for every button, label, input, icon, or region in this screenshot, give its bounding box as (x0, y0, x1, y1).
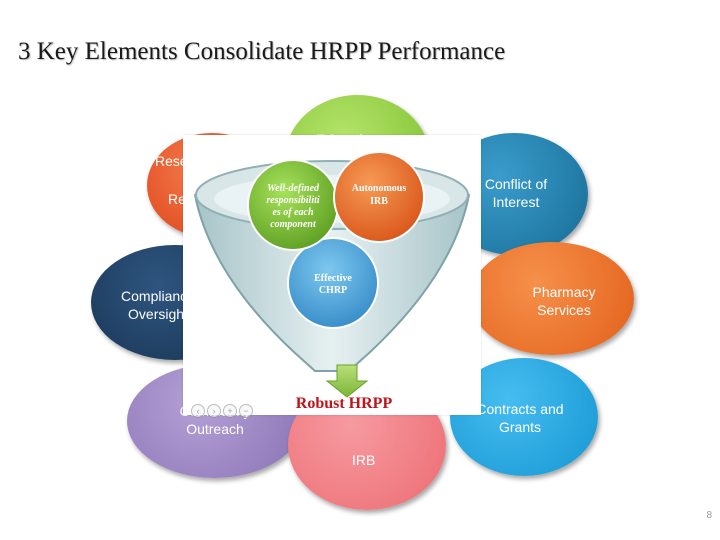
prev-icon[interactable]: ‹ (191, 404, 205, 418)
output-arrow (325, 364, 369, 398)
zoom-controls[interactable]: ‹ › + − (191, 404, 253, 418)
petal-label-irb: IRB (352, 452, 376, 468)
petal-label-compliance: Compliance Oversight (121, 288, 195, 322)
slide-title: 3 Key Elements Consolidate HRPP Performa… (18, 38, 506, 65)
petal-label-conflict: Conflict of Interest (484, 176, 548, 210)
petal-pharmacy (470, 242, 634, 355)
page-number: 8 (706, 510, 712, 521)
circle-effective-chrp (287, 237, 379, 329)
next-icon[interactable]: › (207, 404, 221, 418)
zoom-out-icon[interactable]: − (239, 404, 253, 418)
output-label-robust-hrpp: Robust HRPP (296, 395, 393, 412)
petal-label-contracts: Contracts and Grants (476, 401, 564, 435)
circle-autonomous-irb (333, 151, 425, 243)
zoom-in-icon[interactable]: + (223, 404, 237, 418)
petal-label-pharmacy: Pharmacy Services (532, 284, 596, 318)
